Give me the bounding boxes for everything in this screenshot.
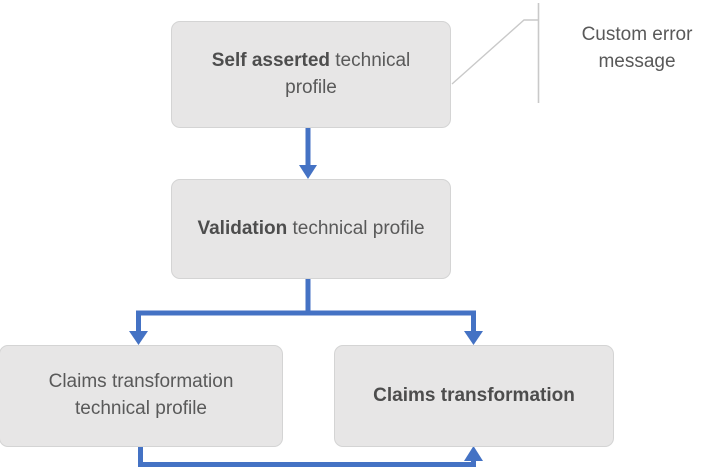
node-validation-bold-text: Validation bbox=[197, 217, 288, 239]
callout-leader-line bbox=[451, 3, 540, 103]
node-validation-technical-profile[interactable]: Validation technical profile bbox=[171, 179, 451, 279]
node-claims-transformation[interactable]: Claims transformation bbox=[334, 345, 614, 447]
node-claims-transformation-label: Claims transformation bbox=[349, 383, 599, 410]
callout-line-1: Custom error bbox=[581, 24, 693, 45]
callout-custom-error-message: Custom error message bbox=[553, 22, 721, 76]
node-validation-rest-text: technical profile bbox=[287, 217, 425, 239]
callout-line-2: message bbox=[598, 50, 676, 72]
node-self-asserted-technical-profile[interactable]: Self asserted technical profile bbox=[171, 21, 451, 128]
node-claims-transformation-technical-profile[interactable]: Claims transformation technical profile bbox=[0, 345, 283, 447]
node-claims-transformation-technical-profile-label: Claims transformation technical profile bbox=[48, 371, 234, 419]
node-self-asserted-rest-text: technical profile bbox=[285, 49, 411, 98]
arrow-claims-profile-to-claims-transformation bbox=[138, 446, 483, 467]
node-self-asserted-bold-text: Self asserted bbox=[211, 49, 330, 71]
node-validation-label: Validation technical profile bbox=[186, 216, 436, 243]
node-claims-transformation-bold-text: Claims transformation bbox=[373, 384, 575, 406]
arrow-self-asserted-to-validation bbox=[299, 128, 317, 179]
arrow-validation-branch bbox=[129, 279, 483, 345]
node-self-asserted-label: Self asserted technical profile bbox=[186, 48, 436, 102]
